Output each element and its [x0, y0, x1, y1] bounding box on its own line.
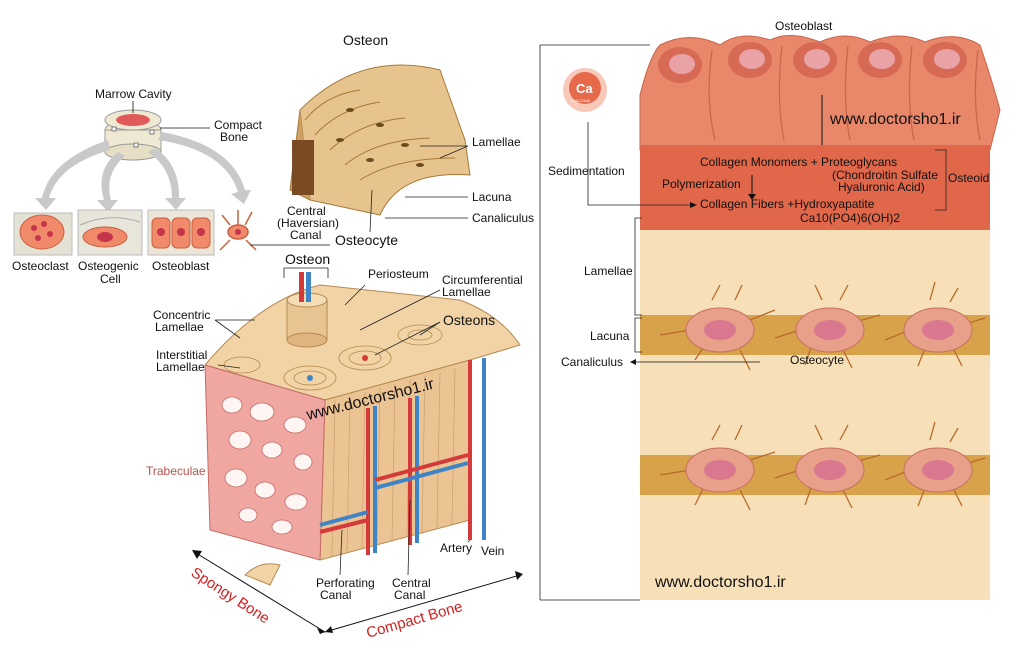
watermark-right-bottom: www.doctorsho1.ir	[654, 574, 786, 591]
lamellae-right-label: Lamellae	[584, 264, 633, 278]
osteons-label: Osteons	[443, 312, 495, 328]
vein-label: Vein	[481, 544, 504, 558]
osteocyte-thumb	[219, 210, 257, 251]
calcium-icon: Ca CALCIUM	[563, 68, 607, 112]
sedimentation-label: Sedimentation	[548, 164, 625, 178]
osteon-mid-label: Osteon	[285, 251, 330, 267]
perforating-label-2: Canal	[320, 588, 351, 602]
marrow-cavity-label: Marrow Cavity	[95, 87, 172, 101]
lineage-arrows	[35, 132, 251, 212]
central-canal-top-2: (Haversian)	[277, 216, 339, 230]
circumferential-label-2: Lamellae	[442, 285, 491, 299]
sedimentation-path	[587, 122, 695, 206]
perforating-label-1: Perforating	[316, 576, 375, 590]
marrow-cavity-figure	[104, 109, 162, 161]
circumferential-label-1: Circumferential	[442, 273, 523, 287]
central-canal-label-1: Central	[392, 576, 431, 590]
right-panel: Osteoblast www.doctorsho1.ir Collagen Mo…	[539, 19, 1001, 601]
compact-bone-label-2: Bone	[220, 130, 248, 144]
canaliculus-right-label: Canaliculus	[561, 355, 623, 369]
compact-bone-label-1: Compact	[214, 118, 263, 132]
hydroxyapatite-formula: Ca10(PO4)6(OH)2	[800, 211, 900, 225]
osteogenic-label-2: Cell	[100, 272, 121, 286]
osteon-top-label: Osteon	[343, 32, 388, 48]
lacuna-top-label: Lacuna	[472, 190, 512, 204]
lacuna-right-label: Lacuna	[590, 329, 630, 343]
osteogenic-label-1: Osteogenic	[78, 259, 139, 273]
collagen-monomers-label: Collagen Monomers + Proteoglycans	[700, 155, 897, 169]
central-canal-top-1: Central	[287, 204, 326, 218]
osteocyte-right-label: Osteocyte	[790, 353, 844, 367]
osteoblast-layer	[639, 35, 1001, 151]
bone-block	[204, 272, 521, 586]
axis-arrows	[195, 552, 521, 633]
osteocyte-top-label: Osteocyte	[335, 232, 398, 248]
polymerization-label: Polymerization	[662, 177, 741, 191]
marrow-icon	[116, 114, 150, 126]
artery-label: Artery	[440, 541, 472, 555]
osteoclast-thumb	[13, 212, 73, 256]
lamellae-bracket	[634, 217, 642, 316]
compact-bone-axis-label: Compact Bone	[364, 598, 464, 642]
hyaluronic-label: Hyaluronic Acid)	[838, 180, 925, 194]
osteoblast-small-label: Osteoblast	[152, 259, 210, 273]
lacuna-bracket	[634, 317, 642, 353]
osteoid-label: Osteoid	[948, 171, 989, 185]
osteocytes-right	[659, 281, 986, 511]
watermark-right-top: www.doctorsho1.ir	[829, 111, 961, 128]
canaliculus-top-label: Canaliculus	[472, 211, 534, 225]
ca-symbol: Ca	[576, 81, 593, 96]
osteoblast-thumb	[147, 209, 215, 256]
interstitial-label-2: Lamellae	[156, 360, 205, 374]
osteon-rings	[223, 324, 443, 391]
central-canal-label-2: Canal	[394, 588, 425, 602]
concentric-label-1: Concentric	[153, 308, 210, 322]
osteoclast-label: Osteoclast	[12, 259, 69, 273]
osteogenic-thumb	[77, 209, 143, 256]
chondroitin-label: (Chondroitin Sulfate	[832, 168, 938, 182]
osteoid-bracket	[935, 149, 947, 211]
concentric-label-2: Lamellae	[155, 320, 204, 334]
trabeculae-label: Trabeculae	[146, 464, 206, 478]
spongy-bone-pores	[221, 396, 313, 535]
protruding-osteon	[286, 272, 328, 348]
osteoblast-right-label: Osteoblast	[775, 19, 833, 33]
central-canal-top-3: Canal	[290, 228, 321, 242]
ca-sub: CALCIUM	[572, 98, 590, 103]
lamellae-top-label: Lamellae	[472, 135, 521, 149]
periosteum-label: Periosteum	[368, 267, 429, 281]
interstitial-label-1: Interstitial	[156, 348, 207, 362]
osteon-wedge	[289, 64, 471, 216]
blood-vessels	[319, 358, 486, 555]
collagen-fibers-label: Collagen Fibers +Hydroxyapatite	[700, 197, 875, 211]
osteoid-band	[640, 145, 990, 230]
